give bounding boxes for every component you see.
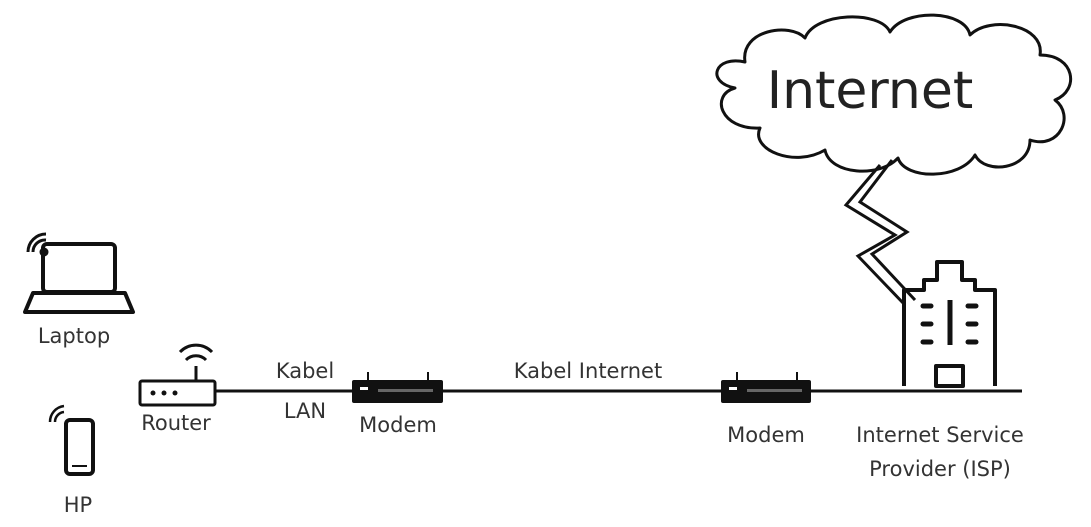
cloud-label: Internet <box>767 61 973 121</box>
modem-right-label: Modem <box>727 423 805 447</box>
modem-left-label: Modem <box>359 413 437 437</box>
building-icon <box>902 260 997 388</box>
wifi-icon <box>26 232 49 257</box>
isp-label-line1: Internet Service <box>856 423 1024 447</box>
cable-lan-label-line1: Kabel <box>276 359 334 383</box>
cloud-icon <box>715 13 1073 176</box>
cable-lan-label-line2: LAN <box>284 399 326 423</box>
wifi-icon <box>48 404 65 423</box>
lightning-link-icon <box>843 159 917 307</box>
isp-label-line2: Provider (ISP) <box>869 457 1011 481</box>
modem-icon <box>721 372 811 403</box>
cable-internet-label: Kabel Internet <box>514 359 662 383</box>
phone-icon <box>64 418 95 476</box>
laptop-icon <box>23 242 135 314</box>
laptop-label: Laptop <box>38 324 110 348</box>
router-label: Router <box>141 411 211 435</box>
modem-icon <box>352 372 443 403</box>
phone-label: HP <box>64 493 92 517</box>
router-icon <box>138 343 217 407</box>
